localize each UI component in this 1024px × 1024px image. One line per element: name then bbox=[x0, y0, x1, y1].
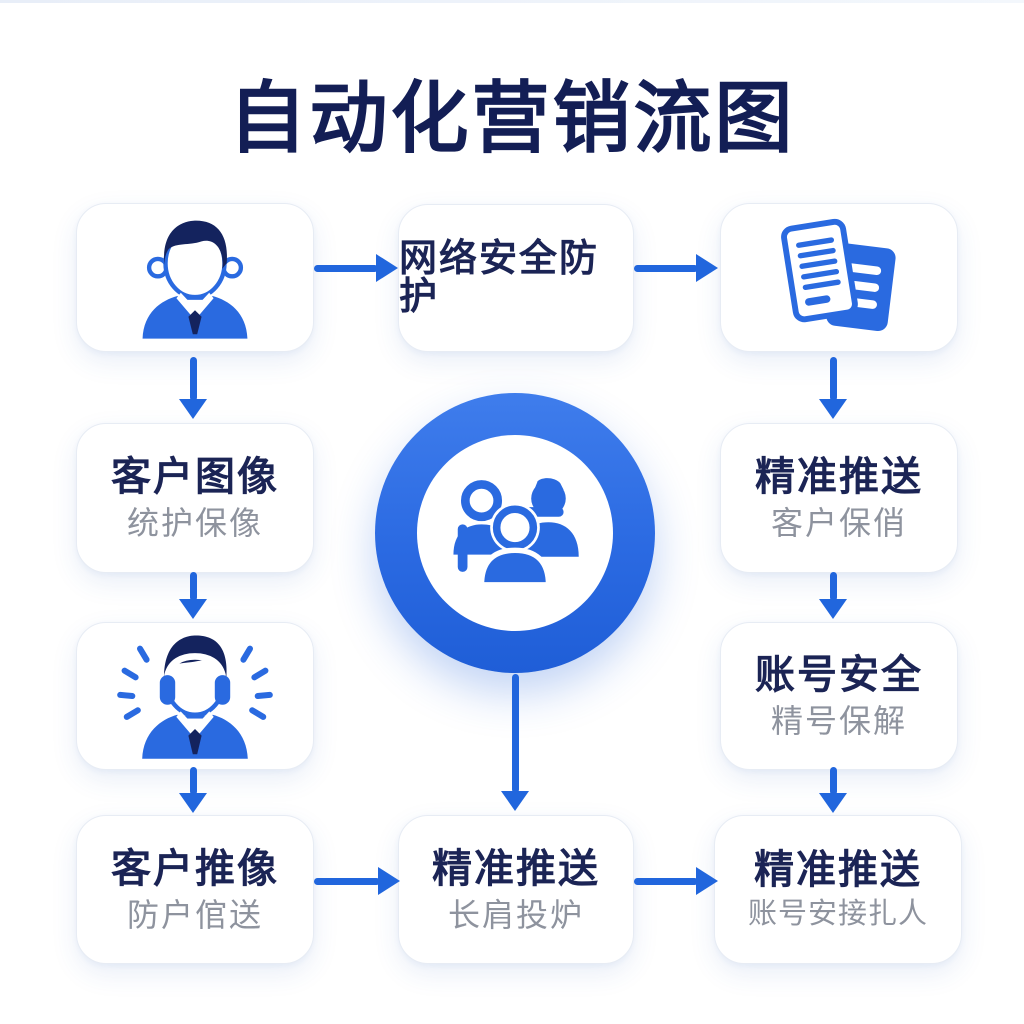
node-low-left bbox=[76, 622, 314, 770]
node-low-right: 账号安全 精号保解 bbox=[720, 622, 958, 770]
node-sublabel: 统护保像 bbox=[126, 505, 263, 541]
document-stack-icon bbox=[764, 214, 914, 342]
node-label: 精准推送 bbox=[754, 848, 922, 892]
node-sublabel: 防户倌送 bbox=[126, 896, 263, 933]
node-label: 精准推送 bbox=[755, 455, 923, 499]
node-top-right bbox=[720, 203, 958, 352]
node-label: 账号安全 bbox=[755, 653, 923, 697]
page-title: 自动化营销流图 bbox=[228, 74, 796, 162]
node-label: 客户推像 bbox=[111, 846, 279, 891]
arrow-top-left-to-center bbox=[314, 253, 398, 283]
arrow-bottom-left-to-center bbox=[314, 866, 400, 896]
support-agent-icon bbox=[107, 630, 283, 762]
arrow-hub-to-bottom-center bbox=[501, 674, 529, 811]
node-sublabel: 精号保解 bbox=[770, 703, 907, 739]
node-sublabel: 长肩投炉 bbox=[447, 896, 584, 933]
arrow-left-col-2 bbox=[179, 572, 207, 619]
node-sublabel: 账号安接扎人 bbox=[747, 898, 928, 930]
arrow-left-col-1 bbox=[179, 357, 207, 419]
arrow-right-col-2 bbox=[819, 572, 847, 619]
node-bottom-right: 精准推送 账号安接扎人 bbox=[714, 815, 962, 964]
center-hub-inner bbox=[417, 435, 613, 631]
node-label: 精准推送 bbox=[432, 846, 600, 891]
arrow-bottom-center-to-right bbox=[634, 866, 718, 896]
node-bottom-center: 精准推送 长肩投炉 bbox=[398, 815, 634, 964]
node-label: 网络安全防护 bbox=[399, 238, 600, 318]
center-hub bbox=[375, 393, 655, 673]
node-top-center: 网络安全防护 bbox=[398, 204, 634, 352]
arrow-left-col-3 bbox=[179, 767, 207, 813]
node-bottom-left: 客户推像 防户倌送 bbox=[76, 815, 314, 964]
node-mid-right: 精准推送 客户保俏 bbox=[720, 423, 958, 573]
businessman-icon bbox=[124, 215, 266, 341]
node-sublabel: 客户保俏 bbox=[770, 505, 907, 541]
node-top-left bbox=[76, 203, 314, 352]
node-mid-left: 客户图像 统护保像 bbox=[76, 423, 314, 573]
user-group-icon bbox=[434, 468, 596, 598]
arrow-right-col-1 bbox=[819, 357, 847, 419]
arrow-top-center-to-right bbox=[634, 253, 718, 283]
node-label: 客户图像 bbox=[111, 455, 279, 499]
arrow-right-col-3 bbox=[819, 767, 847, 813]
